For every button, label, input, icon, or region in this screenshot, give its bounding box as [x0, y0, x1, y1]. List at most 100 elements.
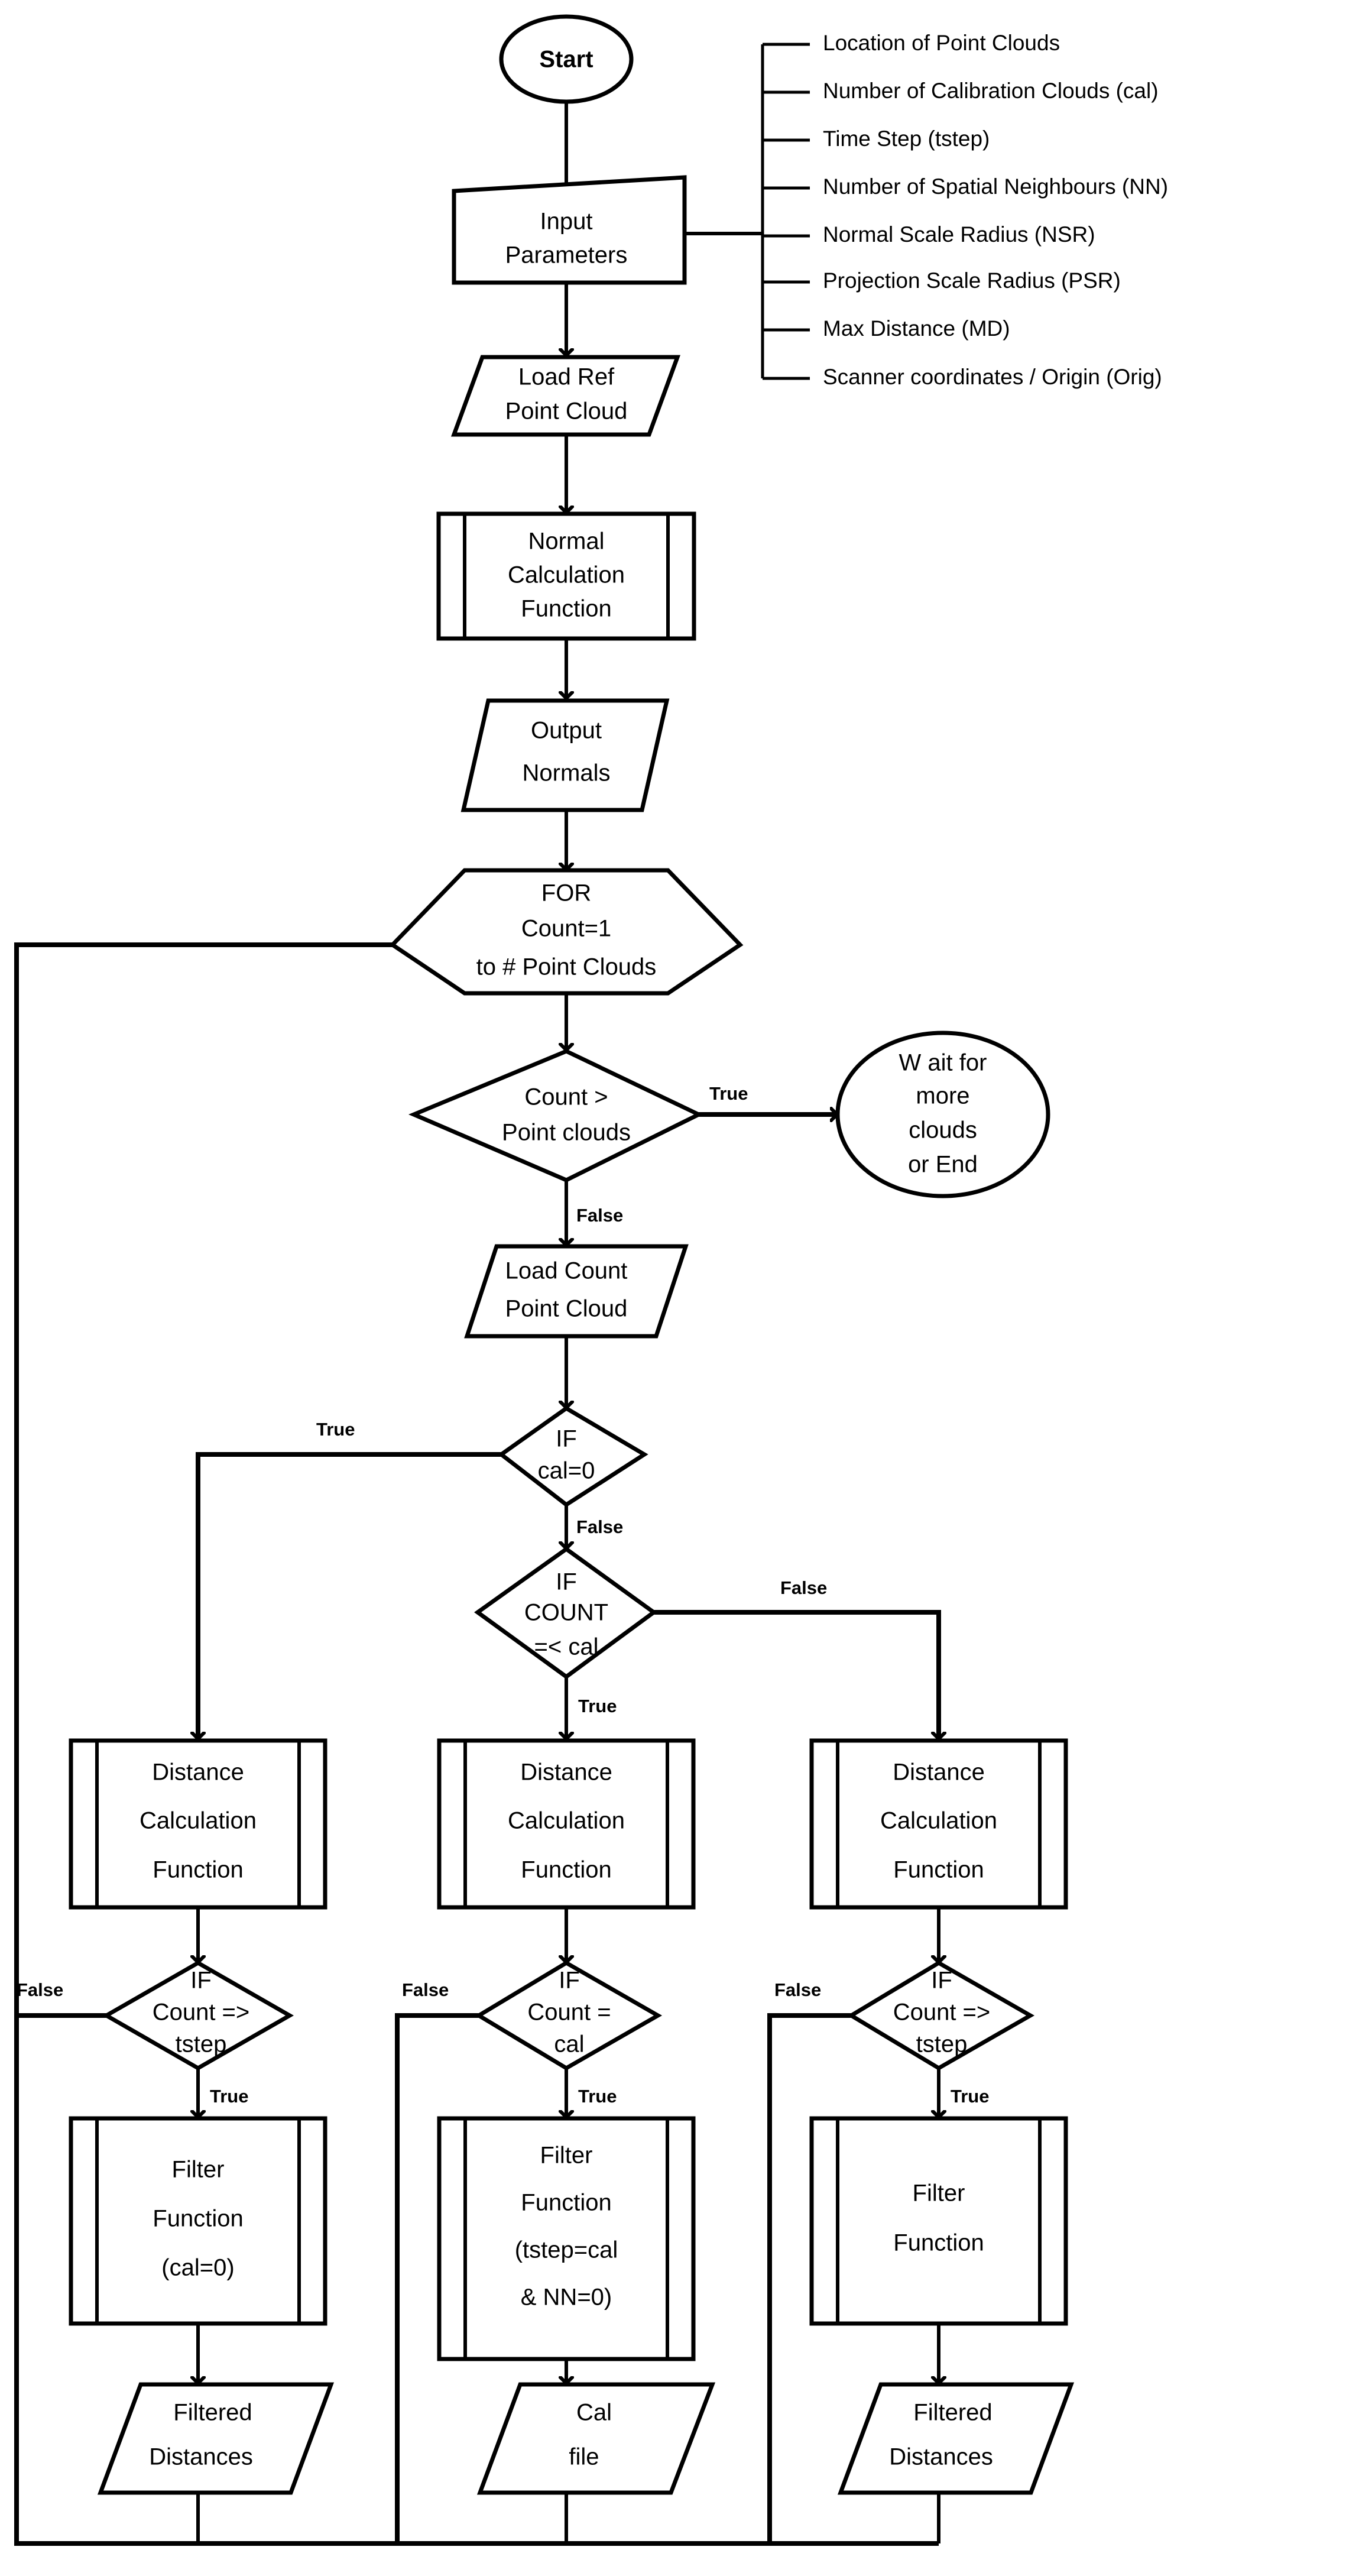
node-filter-function-right[interactable]: Filter Function	[809, 2116, 1068, 2326]
filtered-dist-right-shape	[837, 2382, 1075, 2495]
normal-calc-shape	[436, 511, 696, 641]
filter-mid-line2: Function	[521, 2190, 611, 2216]
edge-loopback-to-for	[14, 945, 939, 2546]
label-right-tstep-true: True	[951, 2086, 989, 2107]
node-load-count-point-cloud[interactable]: Load Count Point Cloud	[464, 1244, 689, 1339]
for-loop-line3: to # Point Clouds	[476, 954, 657, 980]
node-start[interactable]: Start	[499, 14, 634, 104]
dist-left-shape	[69, 1738, 327, 1910]
if-cal-mid-shape	[475, 1960, 663, 2071]
node-normal-calculation-function[interactable]: Normal Calculation Function	[436, 511, 696, 641]
wait-line1: W ait for	[899, 1050, 987, 1076]
label-right-tstep-false: False	[774, 1979, 821, 2000]
connectors	[14, 101, 939, 2546]
normal-calc-line2: Calculation	[508, 562, 625, 588]
dist-right-line1: Distance	[893, 1760, 985, 1786]
if-tstep-left-shape	[102, 1960, 294, 2071]
output-normals-shape	[460, 698, 670, 812]
load-count-line1: Load Count	[505, 1258, 628, 1284]
filter-left-line3: (cal=0)	[161, 2255, 234, 2281]
node-filter-function-left[interactable]: Filter Function (cal=0)	[69, 2116, 327, 2326]
if-tstep-right-line2: Count =>	[893, 2000, 991, 2026]
dist-right-shape	[809, 1738, 1068, 1910]
label-ifcount-false: False	[780, 1577, 827, 1598]
node-filtered-distances-left[interactable]: Filtered Distances	[97, 2382, 335, 2495]
dist-mid-shape	[437, 1738, 696, 1910]
node-filter-function-middle[interactable]: Filter Function (tstep=cal & NN=0)	[437, 2116, 696, 2361]
if-count-le-cal-line1: IF	[556, 1569, 577, 1595]
filter-right-line1: Filter	[913, 2180, 965, 2206]
if-tstep-right-shape	[847, 1960, 1035, 2071]
normal-calc-line3: Function	[521, 596, 611, 622]
filtered-dist-left-shape	[97, 2382, 335, 2495]
node-cal-file-middle[interactable]: Cal file	[476, 2382, 716, 2495]
node-if-count-le-cal[interactable]: IF COUNT =< cal	[474, 1546, 657, 1680]
for-loop-shape	[389, 868, 744, 996]
load-ref-shape	[450, 355, 681, 437]
node-count-gt-point-clouds[interactable]: Count > Point clouds	[408, 1049, 703, 1182]
count-gt-line2: Point clouds	[502, 1120, 631, 1146]
label-countgt-false: False	[576, 1205, 623, 1226]
parameter-list: Location of Point Clouds Number of Calib…	[823, 31, 1168, 389]
dist-left-line1: Distance	[152, 1760, 244, 1786]
input-parameters-line1: Input	[540, 209, 593, 235]
node-wait-for-more-clouds[interactable]: W ait for more clouds or End	[835, 1031, 1050, 1198]
node-output-normals[interactable]: Output Normals	[460, 698, 670, 812]
dist-mid-line1: Distance	[520, 1760, 612, 1786]
node-distance-calculation-left[interactable]: Distance Calculation Function	[69, 1738, 327, 1910]
filter-mid-line3: (tstep=cal	[515, 2237, 618, 2263]
label-left-tstep-false: False	[17, 1979, 63, 2000]
label-left-tstep-true: True	[210, 2086, 248, 2107]
filtered-dist-left-line1: Filtered	[173, 2400, 252, 2426]
node-load-ref-point-cloud[interactable]: Load Ref Point Cloud	[450, 355, 681, 437]
label-mid-cal-false: False	[402, 1979, 449, 2000]
filter-left-line2: Function	[153, 2206, 243, 2232]
if-tstep-left-line3: tstep	[176, 2031, 227, 2057]
if-cal-zero-shape	[498, 1405, 648, 1508]
edge-iftstepright-false	[767, 2013, 851, 2543]
node-distance-calculation-right[interactable]: Distance Calculation Function	[809, 1738, 1068, 1910]
load-count-shape	[464, 1244, 689, 1339]
if-tstep-right-line1: IF	[931, 1968, 952, 1994]
count-gt-line1: Count >	[524, 1084, 608, 1110]
param-item-3: Number of Spatial Neighbours (NN)	[823, 174, 1168, 199]
node-if-cal-zero[interactable]: IF cal=0	[498, 1405, 648, 1508]
node-distance-calculation-middle[interactable]: Distance Calculation Function	[437, 1738, 696, 1910]
filter-right-line2: Function	[893, 2230, 984, 2256]
input-parameters-shape	[452, 175, 687, 285]
node-filtered-distances-right[interactable]: Filtered Distances	[837, 2382, 1075, 2495]
if-cal-zero-line2: cal=0	[538, 1458, 595, 1484]
if-tstep-left-line1: IF	[190, 1968, 212, 1994]
cal-file-shape	[476, 2382, 716, 2495]
param-item-6: Max Distance (MD)	[823, 316, 1010, 341]
input-parameters-line2: Parameters	[505, 242, 628, 268]
filter-right-shape	[809, 2116, 1068, 2326]
param-item-7: Scanner coordinates / Origin (Orig)	[823, 365, 1162, 389]
edge-ifcalmid-false	[395, 2013, 479, 2543]
count-gt-shape	[408, 1049, 703, 1182]
cal-file-line1: Cal	[576, 2400, 612, 2426]
label-ifcal-true: True	[316, 1419, 355, 1440]
node-if-count-eq-cal-middle[interactable]: IF Count = cal	[475, 1960, 663, 2071]
load-ref-line2: Point Cloud	[505, 398, 628, 425]
dist-right-line3: Function	[893, 1857, 984, 1883]
node-if-count-ge-tstep-right[interactable]: IF Count => tstep	[847, 1960, 1035, 2071]
filtered-dist-right-line2: Distances	[889, 2444, 993, 2470]
node-for-loop[interactable]: FOR Count=1 to # Point Clouds	[389, 868, 744, 996]
filtered-dist-left-line2: Distances	[149, 2444, 253, 2470]
param-item-4: Normal Scale Radius (NSR)	[823, 222, 1095, 247]
cal-file-line2: file	[569, 2444, 599, 2470]
output-normals-line2: Normals	[523, 760, 611, 786]
dist-mid-line3: Function	[521, 1857, 611, 1883]
node-input-parameters[interactable]: Input Parameters	[452, 175, 687, 285]
edge-labels: True False True False False True False T…	[17, 1083, 989, 2107]
load-ref-line1: Load Ref	[518, 364, 615, 390]
param-item-0: Location of Point Clouds	[823, 31, 1060, 55]
if-count-le-cal-shape	[474, 1546, 657, 1680]
if-cal-mid-line2: Count =	[527, 2000, 611, 2026]
if-count-le-cal-line2: COUNT	[524, 1600, 608, 1626]
node-if-count-ge-tstep-left[interactable]: IF Count => tstep	[102, 1960, 294, 2071]
start-terminator-shape	[499, 14, 634, 104]
filter-mid-line1: Filter	[540, 2143, 593, 2169]
start-label: Start	[539, 47, 593, 73]
